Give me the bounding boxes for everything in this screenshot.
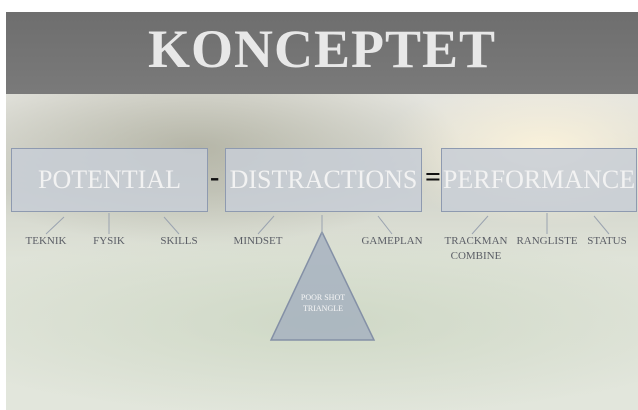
potential-box: POTENTIAL [11, 148, 208, 212]
line-skills [163, 216, 180, 235]
line-status [593, 215, 610, 235]
poor-shot-triangle [269, 230, 376, 341]
triangle-label-line1: POOR SHOT [300, 293, 346, 302]
distractions-label: DISTRACTIONS [229, 165, 418, 194]
performance-label: PERFORMANCE [442, 165, 636, 194]
item-mindset: MINDSET [233, 235, 283, 247]
item-rangliste: RANGLISTE [516, 235, 578, 247]
item-fysik: FYSIK [93, 235, 125, 247]
line-mindset [257, 215, 275, 235]
slide: KONCEPTET POTENTIAL - DISTRACTIONS = PER… [6, 12, 638, 410]
slide-title: KONCEPTET [147, 19, 497, 79]
title-bar: KONCEPTET [6, 12, 638, 94]
line-teknik [45, 216, 65, 235]
potential-label: POTENTIAL [38, 165, 181, 194]
item-teknik: TEKNIK [25, 235, 67, 247]
equals-operator: = [425, 162, 441, 193]
line-gameplan [377, 215, 393, 235]
triangle-label-line2: TRIANGLE [303, 304, 343, 313]
item-gameplan: GAMEPLAN [361, 235, 423, 247]
item-trackman-combine: TRACKMAN COMBINE [444, 235, 508, 262]
minus-operator: - [210, 162, 220, 193]
distractions-box: DISTRACTIONS [225, 148, 422, 212]
item-status: STATUS [587, 235, 627, 247]
triangle-label: POOR SHOT TRIANGLE [283, 292, 363, 314]
item-skills: SKILLS [160, 235, 198, 247]
connector-lines [45, 213, 610, 341]
line-trackman [471, 215, 489, 235]
performance-box: PERFORMANCE [441, 148, 637, 212]
